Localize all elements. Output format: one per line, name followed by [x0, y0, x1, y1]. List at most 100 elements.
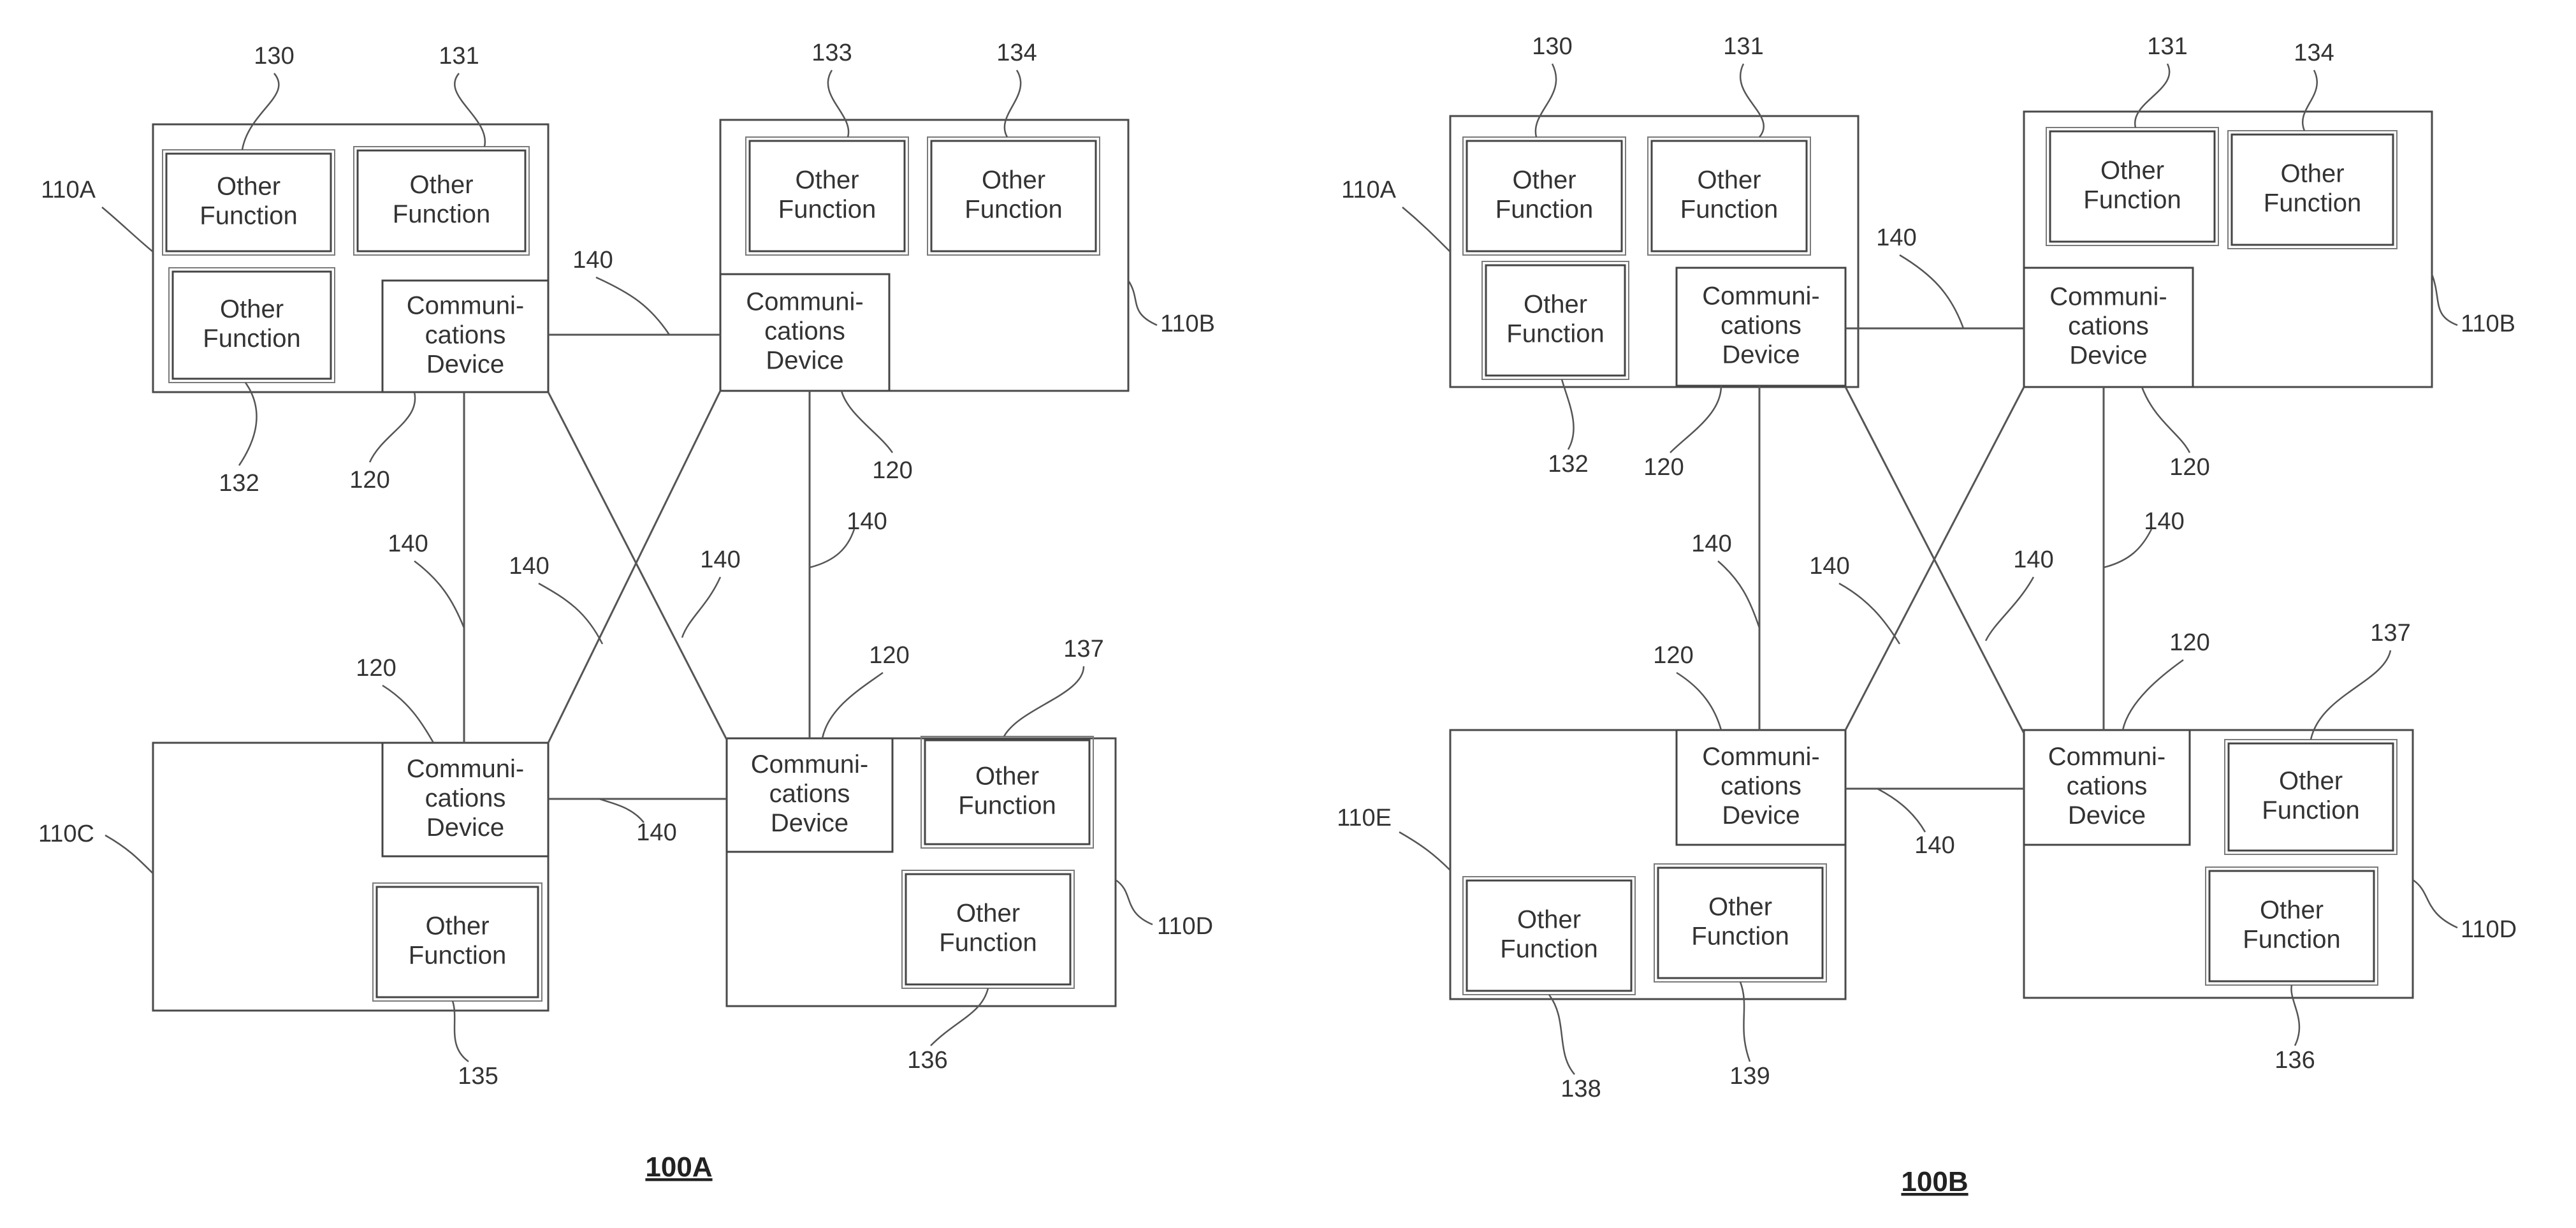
reference-leader	[539, 583, 602, 644]
reference-numeral: 110B	[2461, 311, 2515, 337]
communications-device-box: Communi-cationsDevice	[727, 738, 892, 852]
other-function-box: OtherFunction	[928, 137, 1100, 255]
other-function-label-line: Function	[200, 201, 297, 230]
communications-device-label-line: cations	[425, 784, 506, 812]
reference-leader	[1900, 255, 1963, 328]
other-function-label-line: Other	[409, 171, 473, 199]
reference-numeral: 136	[2274, 1047, 2315, 1074]
other-function-label-line: Function	[964, 195, 1062, 223]
communications-device-label-line: cations	[1721, 311, 1801, 339]
reference-leader	[1839, 583, 1900, 644]
reference-numeral: 110D	[1157, 913, 1213, 940]
communications-device-label-line: Communi-	[2048, 743, 2165, 771]
other-function-label: OtherFunction	[964, 166, 1062, 223]
communications-device-label: Communi-cationsDevice	[1702, 282, 1819, 369]
other-function-label: OtherFunction	[1691, 893, 1789, 950]
reference-leader	[841, 391, 892, 453]
communications-device-label-line: cations	[769, 780, 850, 808]
other-function-label: OtherFunction	[2262, 767, 2359, 824]
reference-numeral: 120	[1643, 454, 1684, 481]
other-function-label: OtherFunction	[1506, 290, 1604, 347]
communications-device-label: Communi-cationsDevice	[407, 291, 524, 378]
other-function-label-line: Function	[1495, 195, 1593, 223]
reference-leader	[1549, 995, 1575, 1074]
reference-leader	[1399, 832, 1450, 870]
reference-numeral: 138	[1561, 1076, 1601, 1102]
node-110c	[153, 743, 548, 1011]
other-function-box: OtherFunction	[2046, 128, 2218, 245]
other-function-box: OtherFunction	[1482, 261, 1629, 379]
reference-numeral: 131	[1723, 33, 1763, 60]
communications-device-label-line: Communi-	[407, 291, 524, 319]
reference-leader	[1562, 379, 1574, 450]
reference-leader	[105, 835, 153, 873]
reference-numeral: 110E	[1337, 805, 1392, 831]
other-function-label-line: Other	[220, 295, 284, 323]
communications-device-label: Communi-cationsDevice	[2049, 282, 2167, 369]
reference-leader	[414, 561, 464, 628]
other-function-label: OtherFunction	[1680, 166, 1778, 223]
reference-leader	[822, 673, 883, 738]
other-function-label-line: Other	[1697, 166, 1761, 194]
reference-numeral: 120	[349, 467, 389, 493]
other-function-box: OtherFunction	[902, 870, 1074, 988]
reference-numeral: 137	[2370, 620, 2410, 647]
communications-device-label-line: Device	[426, 350, 504, 378]
reference-numeral: 120	[2169, 454, 2209, 481]
communications-device-label-line: Communi-	[1702, 743, 1819, 771]
other-function-label-line: Other	[2279, 767, 2343, 795]
reference-numeral: 131	[439, 43, 479, 69]
other-function-box: OtherFunction	[1463, 877, 1635, 995]
reference-numeral: 120	[356, 655, 396, 682]
reference-leader	[931, 988, 988, 1046]
reference-numeral: 135	[458, 1063, 498, 1090]
other-function-label: OtherFunction	[2264, 159, 2361, 217]
reference-numeral: 140	[388, 530, 428, 557]
reference-leader	[1986, 577, 2034, 641]
communications-device-label-line: Device	[426, 814, 504, 842]
reference-leader	[1740, 64, 1764, 137]
other-function-label-line: Other	[2280, 159, 2344, 187]
communications-device-box: Communi-cationsDevice	[2024, 730, 2190, 845]
reference-leader	[382, 685, 433, 743]
reference-leader	[596, 277, 669, 335]
other-function-label-line: Function	[958, 791, 1056, 819]
reference-leader	[1536, 64, 1556, 137]
reference-leader	[1005, 70, 1021, 137]
reference-numeral: 134	[996, 40, 1037, 66]
other-function-box: OtherFunction	[1463, 137, 1626, 255]
other-function-label: OtherFunction	[939, 899, 1037, 956]
communications-device-label-line: Device	[2068, 801, 2146, 830]
communications-device-label-line: Communi-	[751, 750, 868, 778]
reference-numeral: 140	[636, 819, 676, 846]
reference-numeral: 137	[1063, 636, 1103, 662]
communications-device-label-line: cations	[1721, 772, 1801, 800]
other-function-box: OtherFunction	[163, 150, 335, 255]
other-function-label: OtherFunction	[409, 912, 506, 969]
other-function-box: OtherFunction	[921, 736, 1093, 848]
other-function-label: OtherFunction	[958, 762, 1056, 819]
reference-leader	[682, 577, 720, 638]
reference-leader	[2142, 387, 2190, 453]
other-function-box: OtherFunction	[354, 147, 529, 255]
reference-leader	[1116, 880, 1153, 925]
communications-device-label-line: Communi-	[1702, 282, 1819, 310]
reference-leader	[1402, 207, 1450, 252]
other-function-box: OtherFunction	[2225, 740, 2397, 854]
other-function-label-line: Other	[975, 762, 1039, 790]
reference-numeral: 132	[219, 470, 259, 497]
reference-numeral: 131	[2147, 33, 2187, 60]
reference-numeral: 110A	[1341, 177, 1397, 203]
figure-caption: 100A	[645, 1151, 712, 1183]
reference-leader	[1877, 789, 1925, 832]
other-function-label-line: Function	[1506, 319, 1604, 347]
other-function-box: OtherFunction	[746, 137, 908, 255]
communications-device-label-line: Device	[2069, 341, 2147, 369]
reference-leader	[2432, 274, 2457, 325]
figure-100b: OtherFunctionOtherFunctionOtherFunctionC…	[1337, 33, 2517, 1197]
other-function-label-line: Function	[409, 941, 506, 969]
communications-device-box: Communi-cationsDevice	[720, 274, 889, 391]
other-function-label-line: Function	[2264, 189, 2361, 217]
reference-numeral: 140	[700, 546, 740, 573]
